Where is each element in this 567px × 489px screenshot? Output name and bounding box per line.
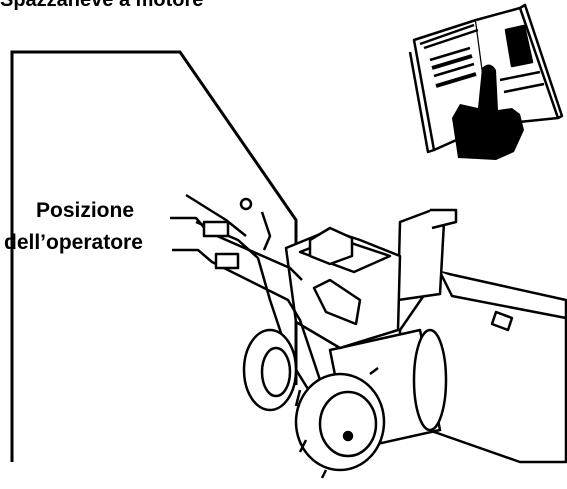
operator-position-label-line2: dell’operatore: [4, 232, 143, 253]
operator-position-label-line1: Posizione: [36, 200, 134, 221]
snow-thrower-illustration: [170, 195, 566, 478]
header-partial-text: Spazzaneve a motore: [0, 0, 203, 10]
